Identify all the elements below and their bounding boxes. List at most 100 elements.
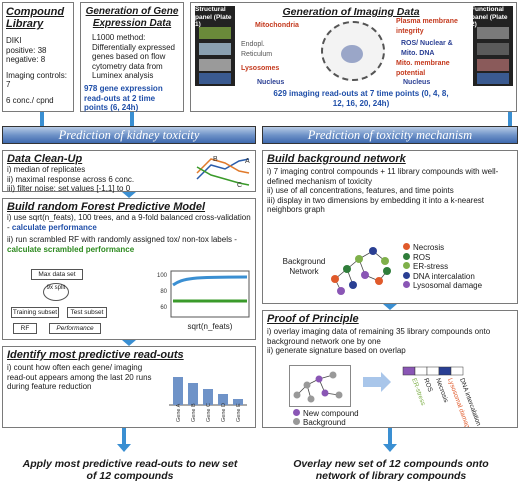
- arrow-line-left: [40, 112, 44, 126]
- cleanup-step-ii: ii) maximal response across 6 conc.: [7, 174, 135, 184]
- legend-necrosis: Necrosis: [403, 243, 513, 253]
- predictive-panel: Identify most predictive read-outs i) co…: [2, 346, 256, 428]
- background-to-proof-arrow: [383, 304, 397, 310]
- line-label-a: A: [245, 158, 250, 165]
- legend-dna-label: DNA intercalation: [413, 271, 475, 281]
- legend-dna: DNA intercalation: [403, 271, 513, 282]
- label-nucleus-left: Nucleus: [257, 79, 285, 86]
- functional-panel-label: Functional panel (Plate 2): [471, 6, 508, 28]
- rf-performance-line: [172, 275, 248, 287]
- cleanup-step-i: i) median of replicates: [7, 165, 86, 174]
- cleanup-to-rf-arrow: [122, 192, 136, 198]
- cleanup-title: Data Clean-Up: [7, 153, 83, 165]
- rf-step-i: i) use sqrt(n_feats), 100 trees, and a 9…: [7, 213, 251, 232]
- background-network-label: Background Network: [282, 257, 326, 276]
- nucleus-shape: [341, 45, 363, 63]
- rf-scrambled-perf: calculate scrambled performance: [7, 244, 135, 254]
- right-section-header: Prediction of toxicity mechanism: [262, 126, 518, 144]
- background-network-panel: Build background network i) 7 imaging co…: [262, 150, 518, 304]
- sig-cell-1: [402, 366, 416, 376]
- arrow-line-mid: [130, 112, 134, 126]
- gene-expression-title: Generation of Gene Expression Data: [85, 6, 179, 29]
- right-bottom-arrow: [383, 444, 397, 452]
- imaging-panel: Structural panel (Plate 1) Generation of…: [190, 2, 517, 112]
- background-step-i: i) 7 imaging control compounds + 11 libr…: [267, 167, 499, 186]
- training-subset-box: Training subset: [11, 307, 59, 318]
- background-dot: [293, 418, 300, 425]
- proof-arrow-icon: [363, 377, 381, 387]
- gene-label-a: Gene A: [176, 403, 182, 422]
- legend-lyso-label: Lysosomal damage: [413, 281, 483, 291]
- bottom-right-conclusion: Overlay new set of 12 compounds onto net…: [293, 458, 489, 482]
- rf-xlabel: sqrt(n_feats): [188, 322, 233, 331]
- right-bottom-arrow-line: [388, 428, 392, 446]
- gene-method-desc: Differentially expressed genes based on …: [92, 42, 176, 81]
- legend-ros-label: ROS: [413, 252, 431, 262]
- new-compound-label: New compound: [303, 409, 359, 418]
- gene-bar-a: [173, 377, 183, 405]
- gene-label-c: Gene C: [206, 403, 212, 422]
- micro-1: [199, 27, 231, 39]
- l1000-method: L1000 method:: [92, 33, 146, 42]
- legend-dot-dna: [403, 271, 410, 279]
- rf-ytick-100: 100: [157, 273, 168, 279]
- label-er: Endopl. Reticulum: [241, 41, 273, 58]
- signature-graphic: ER-stress ROS Necrosis Lysosomal damage …: [402, 366, 482, 427]
- micro-2: [199, 43, 231, 55]
- micro-8: [477, 73, 509, 84]
- left-bottom-arrow-line: [122, 428, 126, 446]
- gene-bar-e: [233, 399, 243, 405]
- micro-6: [477, 43, 509, 55]
- imaging-controls: Imaging controls: 7: [6, 70, 67, 90]
- gene-label-d: Gene D: [221, 403, 227, 422]
- gene-count-chart: Gene A Gene B Gene C Gene D Gene E: [169, 377, 247, 422]
- new-compound-dot: [293, 409, 300, 416]
- line-a: [196, 158, 250, 180]
- proof-step-ii: ii) generate signature based on overlap: [267, 346, 406, 356]
- background-legend: Necrosis ROS ER-stress DNA intercalation…: [403, 243, 513, 291]
- background-title: Build background network: [267, 153, 406, 165]
- label-lysosomes: Lysosomes: [241, 65, 280, 72]
- predictive-title: Identify most predictive read-outs: [7, 349, 184, 361]
- gene-label-e: Gene E: [236, 403, 242, 422]
- rf-calc-perf: calculate performance: [11, 222, 97, 232]
- background-step-ii: ii) use of all concentrations, features,…: [267, 186, 454, 196]
- line-label-c: C: [237, 182, 242, 189]
- proof-legend-bg: Background: [293, 418, 346, 428]
- background-label: Background: [303, 418, 346, 427]
- imaging-title: Generation of Imaging Data: [282, 6, 420, 18]
- gene-bar-b: [188, 383, 198, 405]
- legend-er-stress: ER-stress: [403, 262, 513, 272]
- legend-dot-necrosis: [403, 243, 410, 250]
- label-nucleus-right: Nucleus: [403, 79, 431, 86]
- rf-ytick-80: 80: [160, 289, 167, 295]
- compound-library-panel: Compound Library DIKI positive: 38 negat…: [2, 2, 74, 112]
- negative-count: negative: 8: [6, 55, 46, 65]
- legend-necrosis-label: Necrosis: [413, 243, 445, 252]
- label-plasma-membrane: Plasma membrane integrity: [396, 18, 458, 35]
- arrow-line-right: [508, 112, 512, 126]
- performance-box: Performance: [49, 323, 101, 334]
- proof-legend-new: New compound: [293, 409, 359, 419]
- rf-box: RF: [13, 323, 37, 334]
- left-section-header: Prediction of kidney toxicity: [2, 126, 256, 144]
- positive-count: positive: 38: [6, 45, 47, 55]
- diki-label: DIKI: [6, 36, 22, 45]
- sig-cell-5: [450, 366, 464, 376]
- gene-bar-d: [218, 394, 228, 405]
- structural-panel-label: Structural panel (Plate 1): [195, 6, 232, 28]
- test-subset-box: Test subset: [67, 307, 107, 318]
- predictive-step-i: i) count how often each gene/ imaging re…: [7, 363, 152, 392]
- gene-bar-c: [203, 389, 213, 405]
- micro-7: [477, 59, 509, 71]
- sig-cell-2: [414, 366, 428, 376]
- cleanup-step-iii: iii) filter noise: set values [-1,1] to …: [7, 184, 131, 194]
- gene-label-b: Gene B: [191, 403, 197, 422]
- compound-library-title: Compound Library: [6, 6, 65, 30]
- micro-4: [199, 73, 231, 84]
- proof-network-graph: [293, 371, 343, 403]
- background-step-iii: iii) display in two dimensions by embedd…: [267, 195, 484, 215]
- legend-dot-er: [403, 262, 410, 270]
- legend-ros: ROS: [403, 252, 513, 263]
- legend-lysosomal: Lysosomal damage: [403, 281, 513, 291]
